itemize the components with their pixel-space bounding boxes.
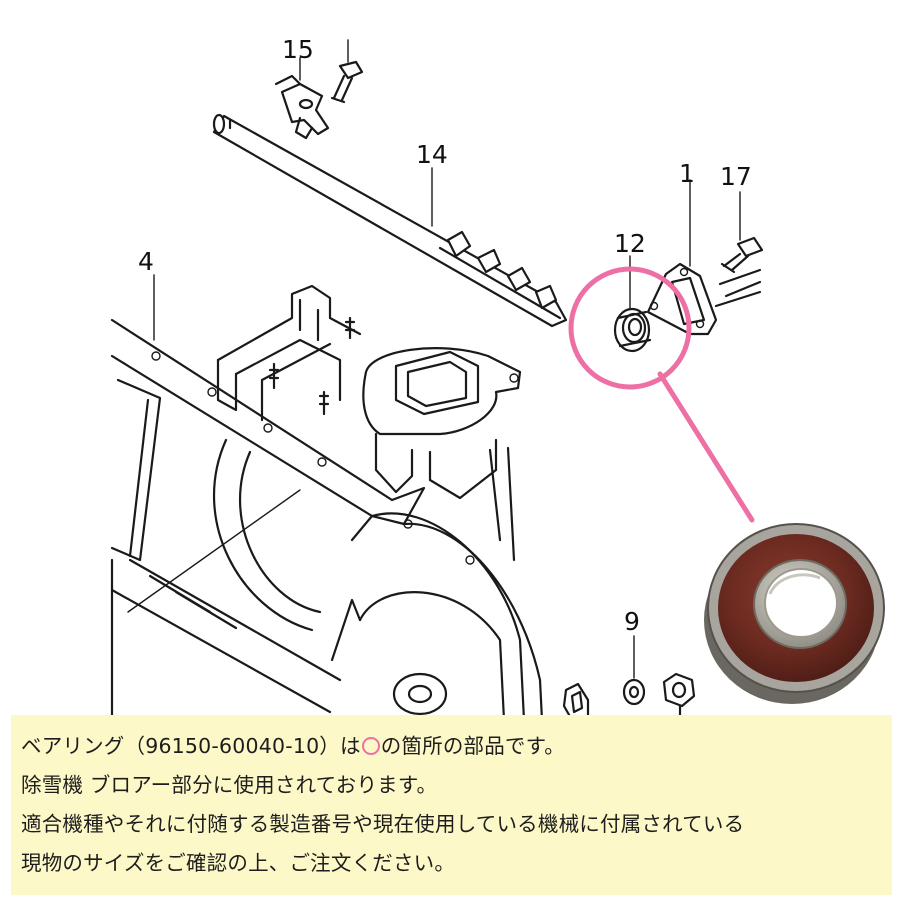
circle-mark-icon	[361, 737, 380, 755]
callout-12: 12	[614, 229, 646, 258]
part-chute-base	[216, 284, 522, 562]
callout-17: 17	[720, 162, 752, 191]
notice-line-2: 除雪機 ブロアー部分に使用されております。	[21, 773, 438, 797]
callout-4: 4	[138, 247, 154, 276]
part-12-bearing	[613, 307, 652, 353]
highlight-connector	[657, 371, 755, 523]
bearing-photo	[704, 523, 885, 704]
part-nut	[662, 672, 696, 720]
parts-diagram: 15 14	[110, 35, 885, 720]
notice-line-3: 適合機種やそれに付随する製造番号や現在使用している機械に付属されている	[21, 812, 745, 836]
part-15-clip	[274, 74, 330, 140]
callout-1: 1	[679, 159, 695, 188]
part-4-housing	[110, 318, 544, 720]
part-bolt-top	[330, 60, 364, 104]
callout-9: 9	[624, 607, 640, 636]
callout-14: 14	[416, 140, 448, 169]
part-17-bolt	[720, 236, 764, 274]
callout-15: 15	[282, 35, 314, 64]
notice-panel: ベアリング（96150-60040-10）はの箇所の部品です。 除雪機 ブロアー…	[11, 715, 892, 895]
part-1-flange	[646, 262, 762, 336]
part-9-washer	[622, 678, 646, 706]
part-14-shaft	[212, 113, 568, 328]
highlight-circle	[568, 266, 692, 390]
notice-line-1: ベアリング（96150-60040-10）はの箇所の部品です。	[21, 734, 565, 758]
notice-line-4: 現物のサイズをご確認の上、ご注文ください。	[21, 851, 456, 875]
